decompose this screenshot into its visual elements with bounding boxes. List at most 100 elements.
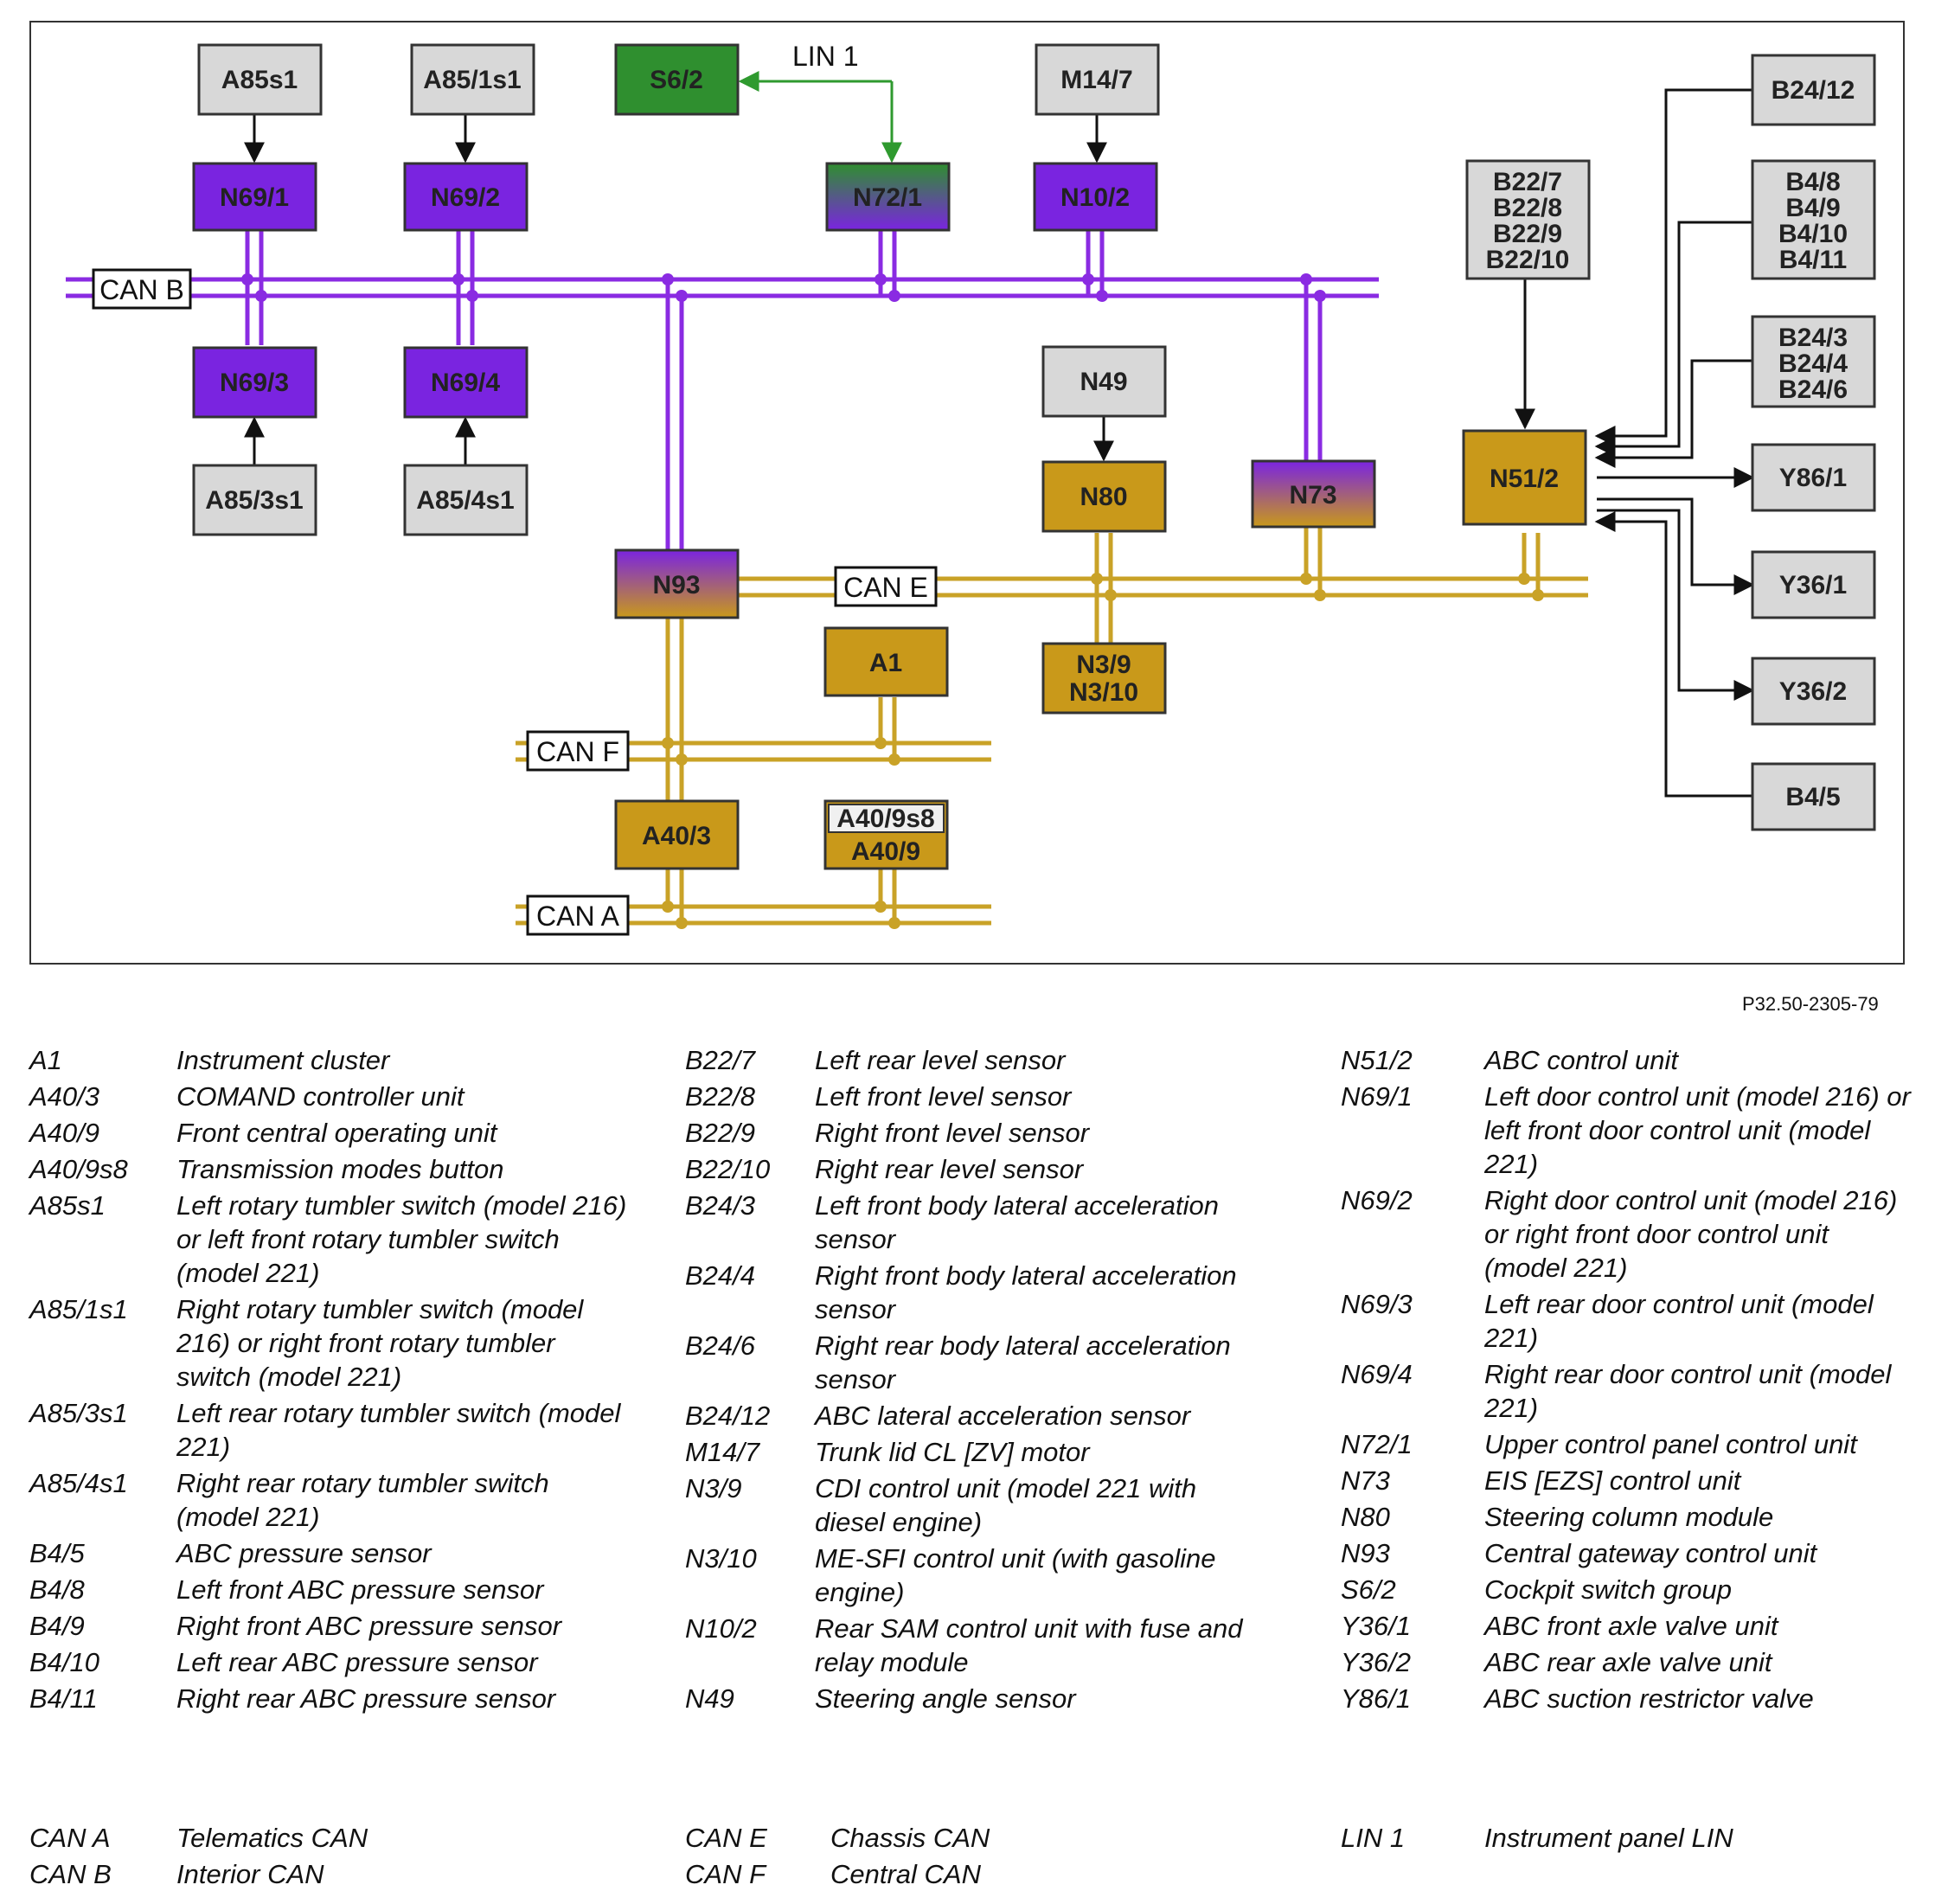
- svg-text:B4/11: B4/11: [1779, 246, 1847, 274]
- unit-B4-5: B4/5: [1751, 762, 1876, 831]
- svg-text:B4/10: B4/10: [1778, 220, 1848, 248]
- can-e-label-text: CAN E: [843, 572, 928, 603]
- svg-text:A85/1s1: A85/1s1: [423, 66, 521, 94]
- legend-description: Right door control unit (model 216) or r…: [1484, 1185, 1898, 1283]
- legend-code: Y36/2: [1341, 1647, 1412, 1677]
- can-e-junctions: [1091, 573, 1544, 601]
- svg-text:N3/10: N3/10: [1069, 678, 1138, 707]
- legend-entry: N69/2 Right door control unit (model 216)…: [1341, 1183, 1912, 1285]
- legend-description: Right rear body lateral acceleration sen…: [815, 1330, 1231, 1394]
- unit-A85-1s1: A85/1s1: [410, 43, 535, 116]
- legend-code: CAN B: [29, 1859, 112, 1889]
- legend-description: Chassis CAN: [830, 1823, 990, 1853]
- legend-code: B24/6: [685, 1330, 756, 1361]
- legend-description: Interior CAN: [176, 1859, 324, 1889]
- unit-Y36-2: Y36/2: [1751, 657, 1876, 726]
- legend-description: Left rear door control unit (model 221): [1484, 1289, 1874, 1353]
- legend-code: N51/2: [1341, 1045, 1413, 1075]
- unit-A40-3: A40/3: [614, 799, 740, 870]
- svg-text:A1: A1: [869, 649, 902, 677]
- legend-code: B22/9: [685, 1118, 756, 1148]
- legend-description: ABC front axle valve unit: [1484, 1611, 1778, 1641]
- legend-description: Right front body lateral acceleration se…: [815, 1260, 1237, 1324]
- legend-description: Rear SAM control unit with fuse and rela…: [815, 1613, 1243, 1677]
- legend-description: ABC rear axle valve unit: [1484, 1647, 1772, 1677]
- unit-A85-4s1: A85/4s1: [403, 464, 529, 536]
- unit-A85-3s1: A85/3s1: [192, 464, 317, 536]
- legend-code: B24/12: [685, 1401, 771, 1431]
- legend-code: B4/9: [29, 1611, 85, 1641]
- legend-description: Steering column module: [1484, 1502, 1774, 1532]
- lin1-link: [738, 71, 902, 163]
- legend-description: Upper control panel control unit: [1484, 1429, 1857, 1459]
- legend-description: Left rear level sensor: [815, 1045, 1066, 1075]
- legend-description: Central CAN: [830, 1859, 981, 1889]
- legend-description: ABC lateral acceleration sensor: [815, 1401, 1191, 1431]
- unit-N49: N49: [1041, 345, 1167, 418]
- legend-description: Right rear door control unit (model 221): [1484, 1359, 1892, 1423]
- signal-arrows: [244, 88, 1755, 798]
- svg-text:B4/5: B4/5: [1785, 783, 1840, 811]
- svg-text:Y36/2: Y36/2: [1779, 677, 1847, 706]
- legend-code: N69/4: [1341, 1359, 1413, 1389]
- unit-N69-4: N69/4: [403, 346, 529, 419]
- legend-code: A40/3: [29, 1081, 100, 1112]
- legend-code: N10/2: [685, 1613, 757, 1644]
- legend-description: EIS [EZS] control unit: [1484, 1465, 1741, 1496]
- unit-N10-2: N10/2: [1033, 162, 1158, 232]
- svg-text:B4/8: B4/8: [1785, 168, 1840, 196]
- legend-description: Transmission modes button: [176, 1154, 504, 1184]
- svg-text:N69/1: N69/1: [220, 183, 289, 212]
- network-diagram: LIN 1 CAN B CAN E CAN F CAN A A85s1 A85/…: [29, 21, 1905, 965]
- legend-code: CAN E: [685, 1823, 767, 1853]
- svg-text:N69/4: N69/4: [431, 369, 500, 397]
- legend-code: B4/5: [29, 1538, 85, 1568]
- legend-code: N73: [1341, 1465, 1390, 1496]
- unit-N69-3: N69/3: [192, 346, 317, 419]
- unit-M14-7: M14/7: [1035, 43, 1160, 116]
- svg-text:S6/2: S6/2: [650, 66, 703, 94]
- legend-code: N69/2: [1341, 1185, 1413, 1215]
- unit-A1: A1: [823, 626, 949, 697]
- legend-description: Left rear rotary tumbler switch (model 2…: [176, 1398, 621, 1462]
- legend-description: ABC suction restrictor valve: [1484, 1683, 1814, 1714]
- svg-text:N72/1: N72/1: [853, 183, 922, 212]
- unit-N69-1: N69/1: [192, 162, 317, 232]
- legend-description: Left door control unit (model 216) or le…: [1484, 1081, 1911, 1179]
- legend-code: CAN A: [29, 1823, 111, 1853]
- svg-text:N80: N80: [1080, 483, 1127, 511]
- legend-description: ME-SFI control unit (with gasoline engin…: [815, 1543, 1216, 1607]
- legend-description: CDI control unit (model 221 with diesel …: [815, 1473, 1197, 1537]
- legend-code: B24/4: [685, 1260, 756, 1291]
- legend-code: Y36/1: [1341, 1611, 1412, 1641]
- legend-code: A85/4s1: [29, 1468, 128, 1498]
- svg-text:A85/3s1: A85/3s1: [205, 486, 303, 515]
- legend-entry: N73 EIS [EZS] control unit: [1341, 1464, 1912, 1497]
- svg-text:B22/9: B22/9: [1493, 220, 1562, 248]
- legend-code: N72/1: [1341, 1429, 1413, 1459]
- unit-S6-2: S6/2: [614, 43, 740, 116]
- svg-text:B22/8: B22/8: [1493, 194, 1562, 222]
- legend-description: Instrument panel LIN: [1484, 1823, 1733, 1853]
